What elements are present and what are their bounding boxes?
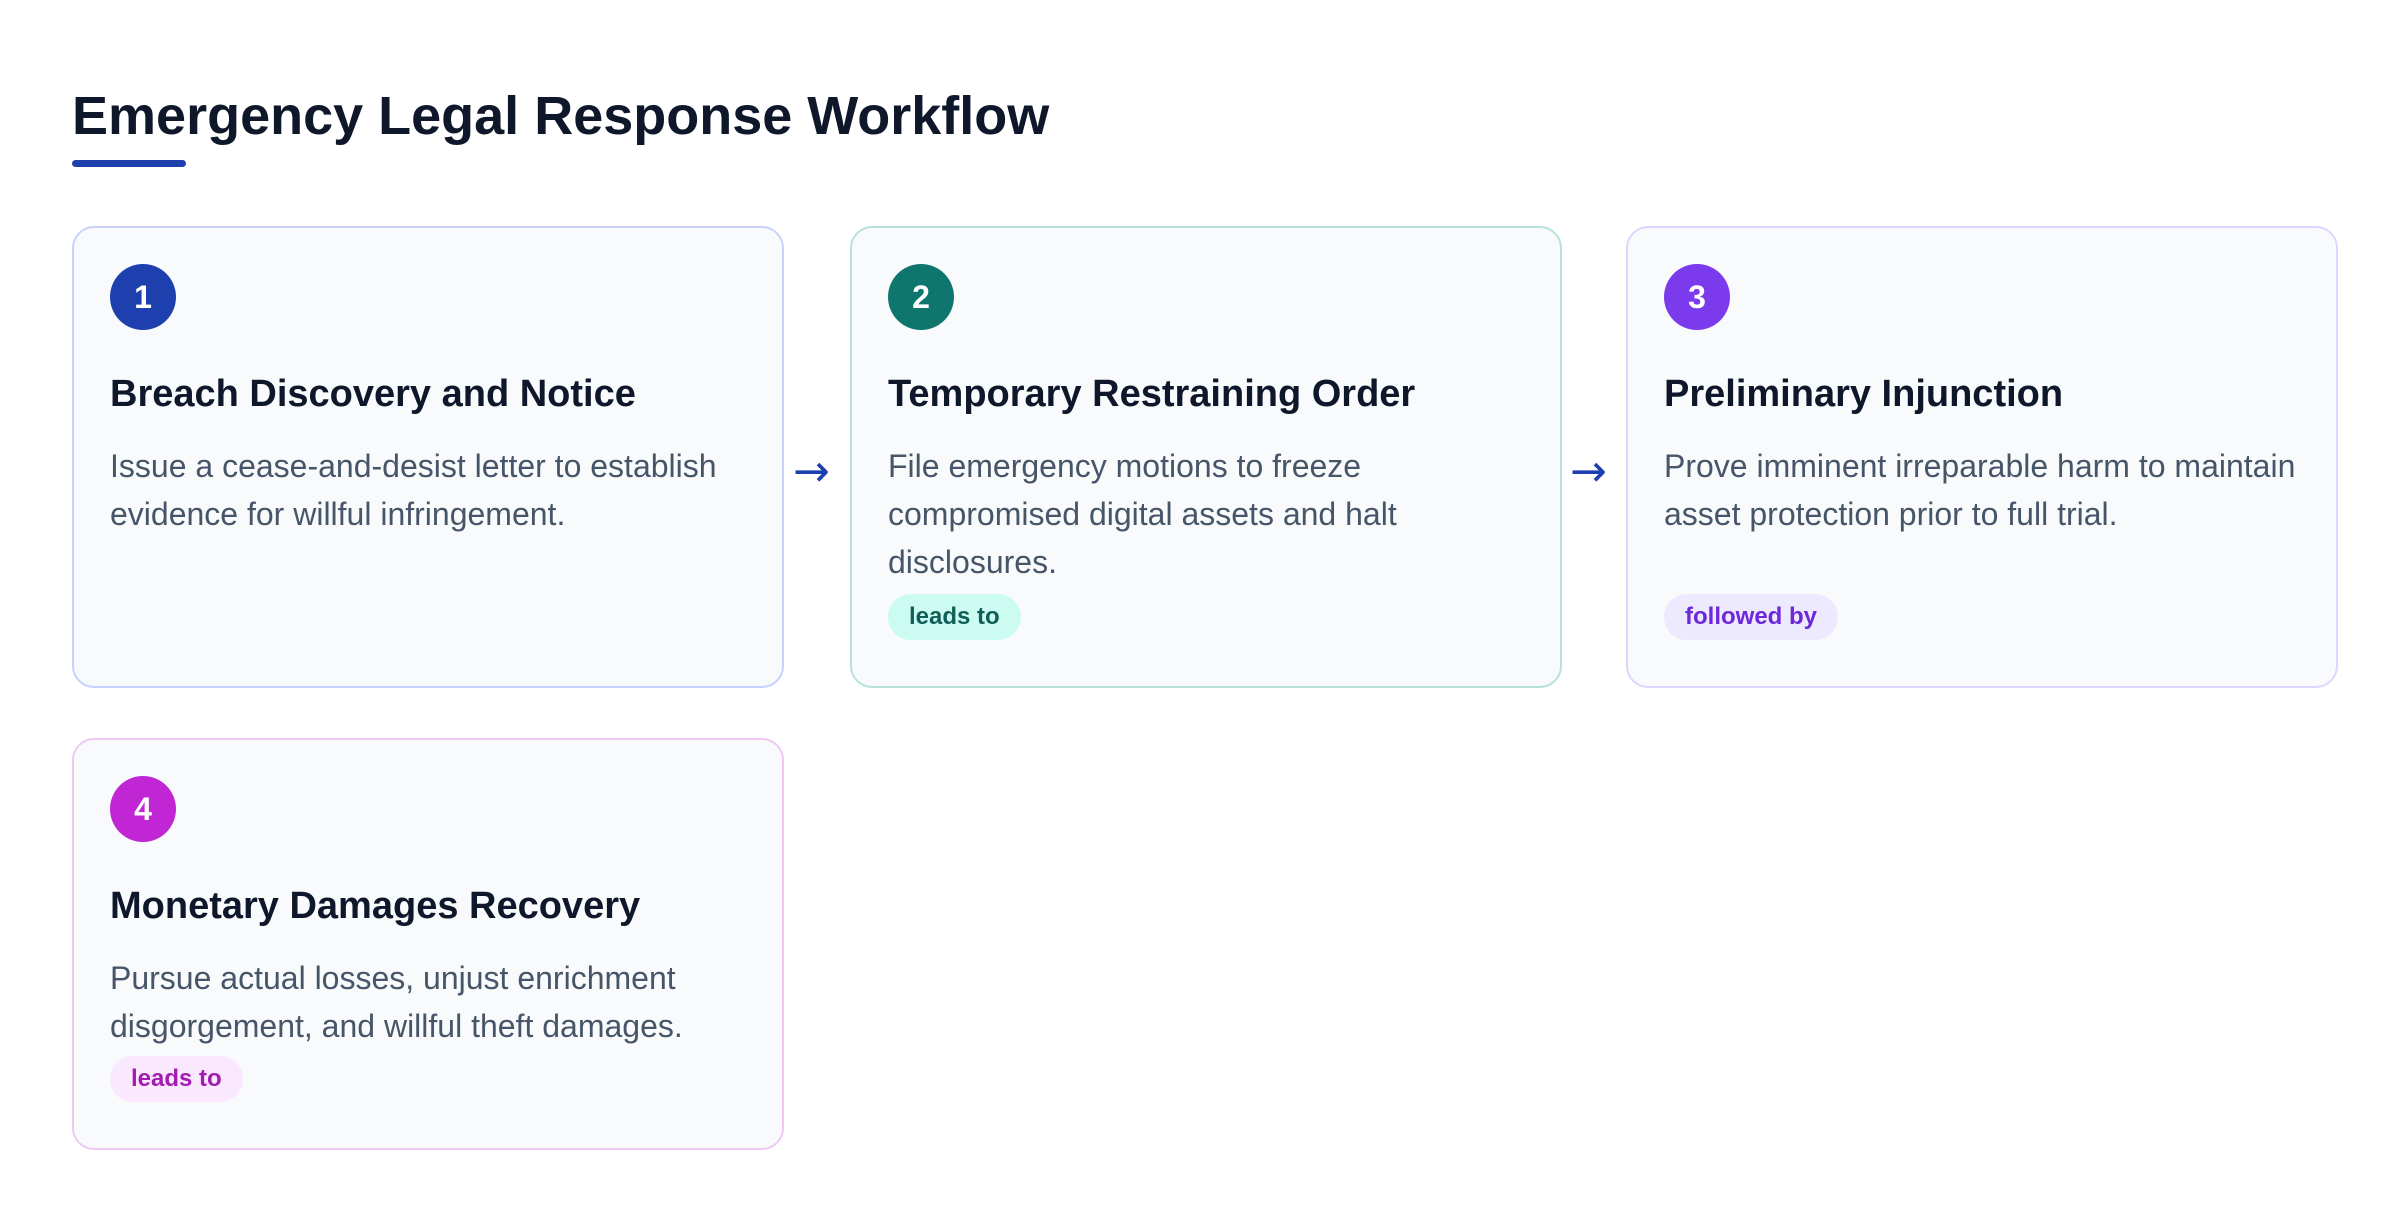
step-description: Pursue actual losses, unjust enrichment … [110,960,683,1044]
relation-badge: followed by [1664,594,1838,640]
step-number-badge: 4 [110,776,176,842]
step-description: Prove imminent irreparable harm to maint… [1664,448,2296,532]
step-card-1: 1 Breach Discovery and Notice Issue a ce… [72,226,784,688]
relation-badge: leads to [888,594,1021,640]
step-title: Breach Discovery and Notice [110,373,636,415]
step-description: Issue a cease-and-desist letter to estab… [110,448,717,532]
step-card-2: 2 Temporary Restraining Order File emerg… [850,226,1562,688]
page-title: Emergency Legal Response Workflow [72,86,1050,146]
arrow-right-icon: → [1570,446,1607,497]
step-card-3: 3 Preliminary Injunction Prove imminent … [1626,226,2338,688]
step-title: Preliminary Injunction [1664,373,2064,415]
step-number-badge: 3 [1664,264,1730,330]
step-number-badge: 1 [110,264,176,330]
step-description: File emergency motions to freeze comprom… [888,448,1397,580]
step-number-badge: 2 [888,264,954,330]
title-underline [72,160,186,167]
relation-badge: leads to [110,1056,243,1102]
step-card-4: 4 Monetary Damages Recovery Pursue actua… [72,738,784,1150]
step-title: Temporary Restraining Order [888,373,1416,415]
arrow-right-icon: → [793,446,830,497]
step-title: Monetary Damages Recovery [110,885,641,927]
